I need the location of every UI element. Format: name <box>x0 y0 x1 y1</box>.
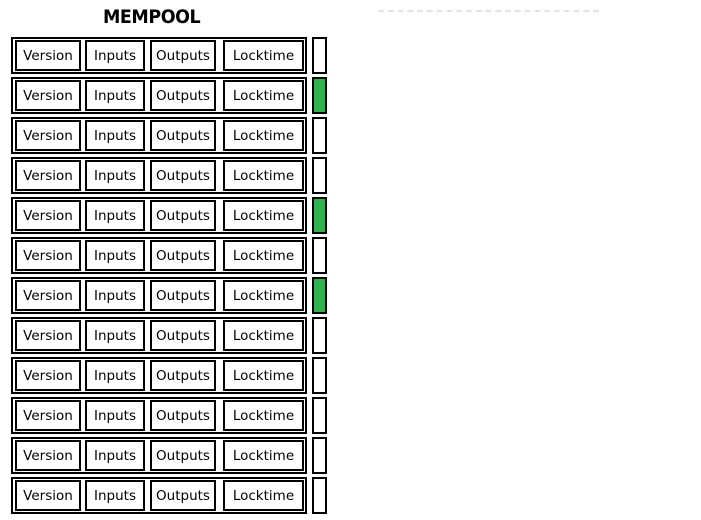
tx-field-version: Version <box>15 440 81 471</box>
tx-field-inputs: Inputs <box>85 240 145 271</box>
tx-field-inputs: Inputs <box>85 120 145 151</box>
tx-field-locktime: Locktime <box>223 440 304 471</box>
tx-field-outputs: Outputs <box>150 360 216 391</box>
tx-field-locktime: Locktime <box>223 400 304 431</box>
tx-field-locktime: Locktime <box>223 200 304 231</box>
tx-field-version: Version <box>15 480 81 511</box>
mempool-title: MEMPOOL <box>103 6 201 28</box>
tx-field-version: Version <box>15 240 81 271</box>
tx-field-outputs: Outputs <box>150 120 216 151</box>
tx-field-version: Version <box>15 120 81 151</box>
tx-status-box <box>312 117 327 154</box>
tx-field-version: Version <box>15 40 81 71</box>
tx-status-box <box>312 437 327 474</box>
tx-field-inputs: Inputs <box>85 40 145 71</box>
tx-field-inputs: Inputs <box>85 360 145 391</box>
tx-field-outputs: Outputs <box>150 40 216 71</box>
tx-status-box-highlighted <box>312 277 327 314</box>
tx-field-locktime: Locktime <box>223 160 304 191</box>
tx-field-version: Version <box>15 280 81 311</box>
tx-field-outputs: Outputs <box>150 280 216 311</box>
tx-field-version: Version <box>15 160 81 191</box>
tx-field-outputs: Outputs <box>150 480 216 511</box>
tx-field-locktime: Locktime <box>223 240 304 271</box>
tx-field-inputs: Inputs <box>85 200 145 231</box>
tx-field-locktime: Locktime <box>223 360 304 391</box>
tx-field-locktime: Locktime <box>223 80 304 111</box>
tx-field-version: Version <box>15 80 81 111</box>
tx-status-box-highlighted <box>312 197 327 234</box>
tx-field-inputs: Inputs <box>85 80 145 111</box>
tx-status-box <box>312 357 327 394</box>
tx-field-locktime: Locktime <box>223 320 304 351</box>
tx-status-box <box>312 477 327 514</box>
tx-field-outputs: Outputs <box>150 160 216 191</box>
tx-field-outputs: Outputs <box>150 200 216 231</box>
tx-field-outputs: Outputs <box>150 400 216 431</box>
tx-field-version: Version <box>15 200 81 231</box>
block-boundary-dashed-line <box>378 10 599 12</box>
tx-field-outputs: Outputs <box>150 440 216 471</box>
tx-field-inputs: Inputs <box>85 480 145 511</box>
tx-field-outputs: Outputs <box>150 320 216 351</box>
tx-field-outputs: Outputs <box>150 80 216 111</box>
tx-field-version: Version <box>15 360 81 391</box>
tx-field-locktime: Locktime <box>223 120 304 151</box>
tx-field-inputs: Inputs <box>85 320 145 351</box>
tx-status-box <box>312 37 327 74</box>
tx-status-box <box>312 397 327 434</box>
tx-field-locktime: Locktime <box>223 480 304 511</box>
tx-field-inputs: Inputs <box>85 400 145 431</box>
tx-field-locktime: Locktime <box>223 40 304 71</box>
tx-field-version: Version <box>15 320 81 351</box>
tx-field-inputs: Inputs <box>85 160 145 191</box>
tx-field-inputs: Inputs <box>85 280 145 311</box>
tx-field-inputs: Inputs <box>85 440 145 471</box>
tx-status-box <box>312 237 327 274</box>
tx-field-outputs: Outputs <box>150 240 216 271</box>
tx-field-version: Version <box>15 400 81 431</box>
tx-status-box <box>312 317 327 354</box>
tx-status-box <box>312 157 327 194</box>
tx-field-locktime: Locktime <box>223 280 304 311</box>
tx-status-box-highlighted <box>312 77 327 114</box>
